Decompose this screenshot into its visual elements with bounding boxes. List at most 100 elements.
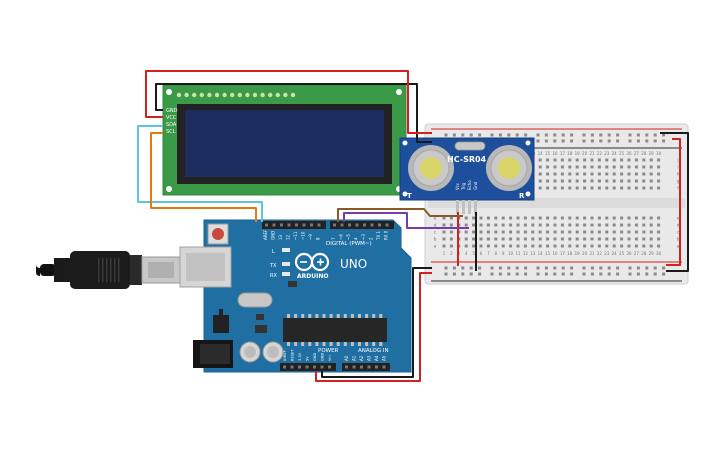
rail-hole[interactable] (662, 133, 666, 137)
breadboard-hole[interactable] (494, 223, 498, 227)
breadboard-hole[interactable] (523, 237, 527, 241)
rail-hole[interactable] (582, 266, 586, 270)
breadboard-hole[interactable] (583, 230, 587, 234)
header-pin[interactable] (385, 223, 389, 227)
rail-hole[interactable] (561, 133, 565, 137)
rail-hole[interactable] (607, 266, 611, 270)
rail-hole[interactable] (444, 133, 448, 137)
breadboard-hole[interactable] (642, 244, 646, 248)
breadboard-hole[interactable] (605, 237, 609, 241)
breadboard-hole[interactable] (553, 223, 557, 227)
breadboard-hole[interactable] (605, 165, 609, 169)
breadboard-hole[interactable] (553, 179, 557, 183)
breadboard-hole[interactable] (553, 244, 557, 248)
breadboard-hole[interactable] (583, 237, 587, 241)
breadboard-hole[interactable] (597, 186, 601, 190)
rail-hole[interactable] (607, 133, 611, 137)
rail-hole[interactable] (645, 266, 649, 270)
rail-hole[interactable] (636, 139, 640, 143)
breadboard-hole[interactable] (657, 179, 661, 183)
breadboard-hole[interactable] (612, 223, 616, 227)
breadboard-hole[interactable] (649, 223, 653, 227)
header-pin[interactable] (340, 223, 344, 227)
breadboard-hole[interactable] (620, 179, 624, 183)
breadboard-hole[interactable] (538, 158, 542, 162)
breadboard-hole[interactable] (486, 216, 490, 220)
breadboard-hole[interactable] (642, 186, 646, 190)
breadboard-hole[interactable] (590, 186, 594, 190)
rail-hole[interactable] (645, 139, 649, 143)
breadboard-hole[interactable] (523, 216, 527, 220)
breadboard-hole[interactable] (531, 216, 535, 220)
breadboard-hole[interactable] (605, 186, 609, 190)
breadboard-hole[interactable] (509, 230, 513, 234)
breadboard-hole[interactable] (575, 223, 579, 227)
breadboard-hole[interactable] (538, 165, 542, 169)
header-pin[interactable] (345, 365, 348, 369)
breadboard-hole[interactable] (464, 244, 468, 248)
rail-hole[interactable] (490, 266, 494, 270)
header-pin[interactable] (348, 223, 351, 227)
breadboard-hole[interactable] (538, 186, 542, 190)
breadboard-hole[interactable] (575, 244, 579, 248)
breadboard-hole[interactable] (634, 165, 638, 169)
rail-hole[interactable] (628, 139, 632, 143)
breadboard-hole[interactable] (620, 230, 624, 234)
breadboard-hole[interactable] (494, 237, 498, 241)
rail-hole[interactable] (561, 139, 565, 143)
breadboard-hole[interactable] (442, 230, 446, 234)
rail-hole[interactable] (515, 266, 519, 270)
breadboard-hole[interactable] (597, 223, 601, 227)
rail-hole[interactable] (570, 139, 574, 143)
breadboard-hole[interactable] (568, 230, 572, 234)
breadboard-hole[interactable] (575, 172, 579, 176)
breadboard-hole[interactable] (612, 230, 616, 234)
rail-hole[interactable] (645, 272, 649, 276)
header-pin[interactable] (382, 365, 386, 369)
header-pin[interactable] (290, 365, 294, 369)
rail-hole[interactable] (570, 272, 574, 276)
rail-hole[interactable] (515, 133, 519, 137)
breadboard-hole[interactable] (553, 237, 557, 241)
rail-hole[interactable] (553, 139, 557, 143)
rail-hole[interactable] (524, 272, 528, 276)
breadboard-hole[interactable] (442, 237, 446, 241)
breadboard-hole[interactable] (494, 216, 498, 220)
breadboard-hole[interactable] (605, 179, 609, 183)
breadboard-hole[interactable] (627, 179, 631, 183)
header-pin[interactable] (367, 365, 371, 369)
breadboard-hole[interactable] (605, 230, 609, 234)
breadboard-hole[interactable] (501, 244, 505, 248)
breadboard-hole[interactable] (620, 165, 624, 169)
rail-hole[interactable] (553, 133, 557, 137)
rail-hole[interactable] (636, 272, 640, 276)
rail-hole[interactable] (570, 266, 574, 270)
breadboard-hole[interactable] (449, 230, 453, 234)
breadboard-hole[interactable] (620, 237, 624, 241)
breadboard-hole[interactable] (583, 223, 587, 227)
rail-hole[interactable] (561, 266, 565, 270)
breadboard-hole[interactable] (449, 237, 453, 241)
breadboard-hole[interactable] (657, 172, 661, 176)
breadboard-hole[interactable] (657, 165, 661, 169)
header-pin[interactable] (287, 223, 291, 227)
breadboard-hole[interactable] (560, 158, 564, 162)
breadboard-hole[interactable] (553, 216, 557, 220)
rail-hole[interactable] (507, 133, 511, 137)
breadboard-hole[interactable] (575, 179, 579, 183)
header-pin[interactable] (310, 223, 313, 227)
header-pin[interactable] (295, 223, 298, 227)
breadboard-hole[interactable] (568, 165, 572, 169)
header-pin[interactable] (320, 365, 324, 369)
breadboard-hole[interactable] (627, 244, 631, 248)
breadboard-hole[interactable] (597, 244, 601, 248)
breadboard-hole[interactable] (553, 172, 557, 176)
breadboard-hole[interactable] (560, 223, 564, 227)
rail-hole[interactable] (469, 133, 473, 137)
breadboard-hole[interactable] (649, 158, 653, 162)
rail-hole[interactable] (590, 133, 594, 137)
breadboard-hole[interactable] (642, 230, 646, 234)
breadboard-hole[interactable] (642, 223, 646, 227)
breadboard-hole[interactable] (612, 172, 616, 176)
rail-hole[interactable] (490, 272, 494, 276)
